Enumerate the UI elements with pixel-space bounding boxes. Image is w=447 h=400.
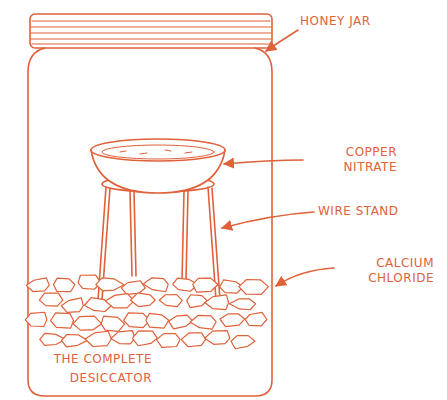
lump [220,314,245,327]
lump [111,331,135,344]
lump [132,331,157,346]
part-label: CALCIUM CHLORIDE [338,256,434,286]
dish-contents [102,145,214,159]
jar-body [28,48,272,396]
lump [146,313,169,328]
lump [39,293,63,306]
lid-thread [31,38,271,39]
lid-thread [31,32,271,33]
lid-thread [32,20,270,21]
leader-arrow [224,160,303,164]
lump [25,312,47,326]
stand-leg [130,191,136,276]
lump [73,316,102,330]
lump [245,312,267,325]
jar-lid [30,14,272,48]
lump [53,278,74,292]
lump [205,295,229,310]
lump [85,331,111,346]
part-label: COPPER NITRATE [305,145,397,175]
lump [239,279,269,294]
lump [61,334,87,346]
dish-rim [91,139,225,161]
copper-nitrate-dish [91,139,225,193]
lump [193,278,218,292]
leader-arrow [266,30,298,51]
dish-crystals [120,150,192,154]
lid-thread [31,26,271,27]
lump [61,298,83,312]
lump [181,333,205,347]
lump [101,316,124,331]
lump [190,315,216,329]
lid-thread [32,43,270,44]
lump [130,293,155,307]
lump [26,278,49,292]
stand-leg [182,191,188,280]
leader-arrow [276,268,334,286]
lump [187,295,208,308]
lump [143,278,168,292]
lump [229,299,255,310]
lump [96,278,124,291]
calcium-chloride-lumps [25,275,268,349]
leader-arrow [222,212,314,228]
lump [205,331,230,345]
lump [51,313,74,328]
lump [105,294,134,308]
lump [156,334,180,348]
part-label: HONEY JAR [300,14,420,29]
lump [159,295,182,307]
lump [231,336,255,349]
lump [121,281,145,295]
lump [169,315,193,329]
part-label: WIRE STAND [318,204,428,219]
lid-threads [31,21,271,44]
figure-caption: THE COMPLETE DESICCATOR [12,350,152,388]
